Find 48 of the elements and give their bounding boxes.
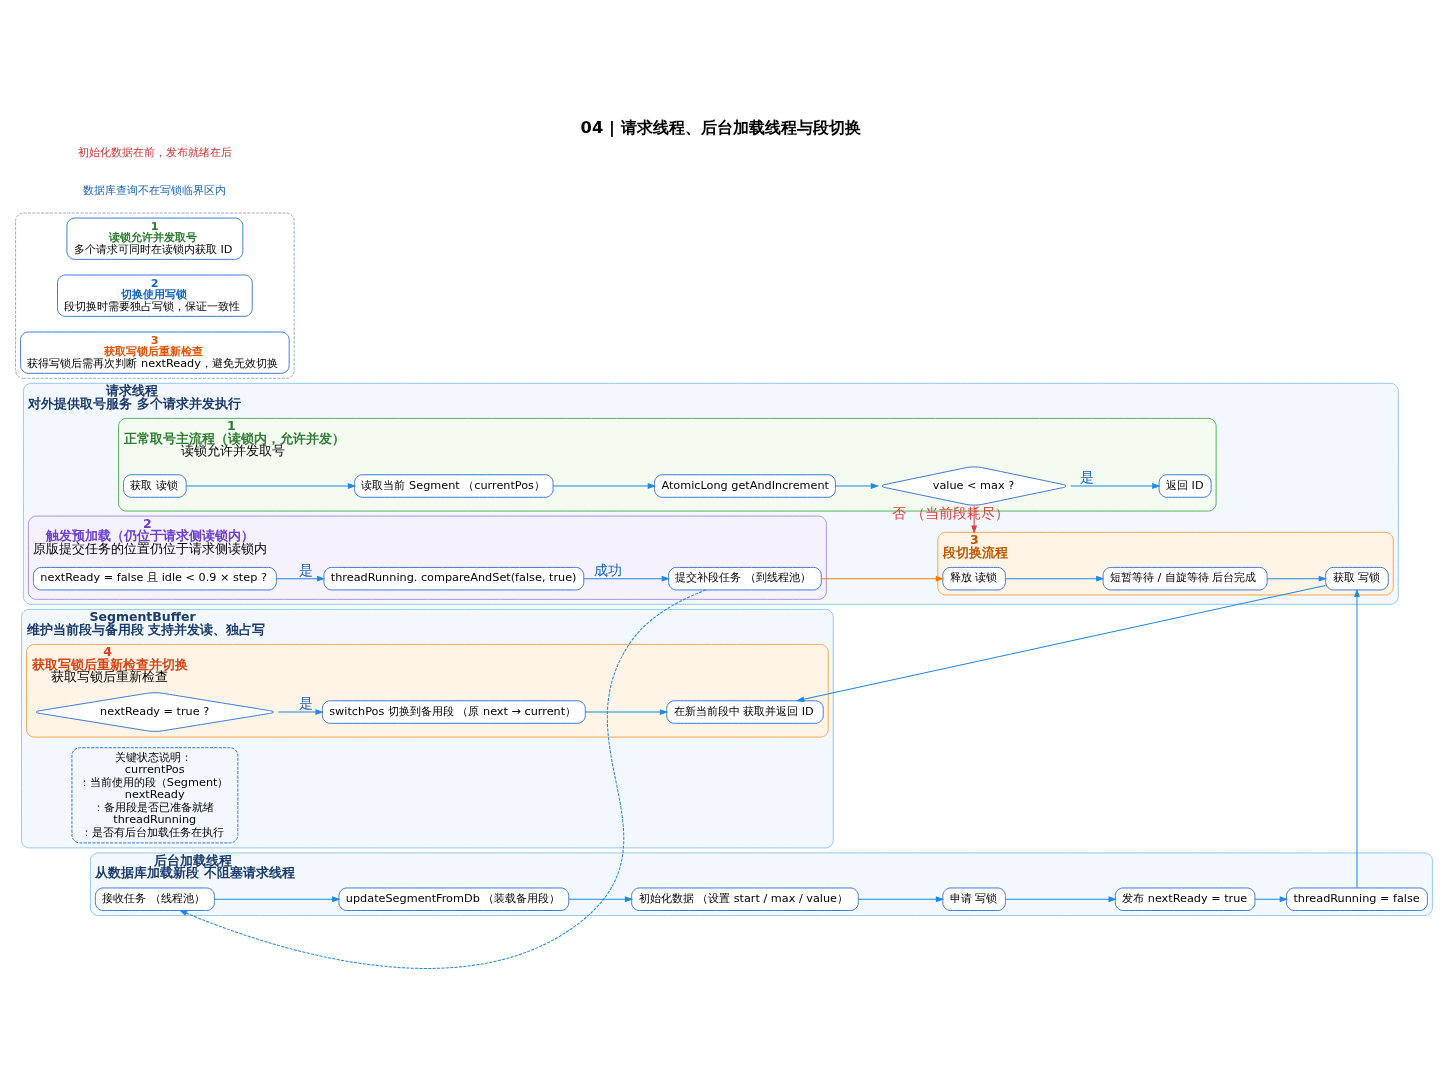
arrow — [185, 482, 356, 489]
node-box: switchPos 切换到备用段 （原 next → current） — [321, 699, 586, 724]
node-box: 关键状态说明： currentPos ：当前使用的段（Segment） nextReady ：备用段是否已准备就绪 threadRunning ：是否有后台加载任务在执行 — [71, 746, 239, 843]
arrow — [277, 708, 323, 715]
arrow — [796, 584, 1327, 702]
node-box: 3 获取写锁后重新检查 获得写锁后需再次判断 nextReady，避免无效切换 — [20, 331, 290, 374]
node-box: nextReady = false 且 idle < 0.9 × step ? — [32, 566, 277, 590]
node-box: 1 读锁允许并发取号 多个请求可同时在读锁内获取 ID — [66, 217, 244, 260]
node-box: 申请 写锁 — [942, 887, 1006, 911]
arrow — [821, 575, 944, 581]
label: 初始化数据在前，发布就绪在后 — [77, 145, 232, 159]
node-box: 获取 写锁 — [1325, 566, 1389, 590]
edge-label: 成功 — [594, 561, 623, 578]
arrow — [214, 896, 340, 902]
arrow — [1266, 575, 1326, 581]
arrow — [1004, 575, 1104, 581]
edge-label: 是 — [1079, 468, 1094, 485]
node-box: 释放 读锁 — [942, 566, 1006, 590]
node-box: 短暂等待 / 自旋等待 后台完成 — [1102, 566, 1268, 590]
node-box: 返回 ID — [1158, 473, 1212, 498]
arrow — [1354, 589, 1360, 888]
node-box: threadRunning. compareAndSet(false, true) — [323, 566, 585, 590]
arrow — [1070, 482, 1160, 489]
arrow — [1254, 896, 1287, 902]
label: 数据库查询不在写锁临界区内 — [83, 183, 227, 197]
node-box: updateSegmentFromDb （装载备用段） — [338, 887, 570, 911]
node-box: AtomicLong getAndIncrement — [654, 473, 836, 498]
edge-label: 是 — [299, 694, 314, 711]
arrow — [1004, 896, 1116, 902]
node-box: threadRunning = false — [1286, 887, 1428, 911]
node-box: 读取当前 Segment （currentPos） — [354, 473, 554, 498]
node-box: 接收任务 （线程池） — [94, 887, 215, 911]
arrow — [583, 575, 669, 581]
node-box: 初始化数据 （设置 start / max / value） — [631, 887, 859, 911]
diagram-title: 04 | 请求线程、后台加载线程与段切换 — [580, 117, 861, 137]
arrow — [568, 896, 633, 902]
cluster — [15, 212, 295, 379]
node-box: 获取 读锁 — [123, 473, 187, 498]
node-box: 2 切换使用写锁 段切换时需要独占写锁，保证一致性 — [57, 274, 253, 317]
node-box: 提交补段任务 （到线程池） — [668, 566, 822, 590]
arrow — [835, 482, 879, 489]
edge-label: 是 — [299, 561, 314, 578]
node-box: 发布 nextReady = true — [1114, 887, 1256, 911]
arrow — [552, 482, 655, 489]
node-box: 在新当前段中 获取并返回 ID — [666, 699, 824, 724]
arrow — [857, 896, 944, 902]
arrow — [275, 575, 325, 581]
arrow — [584, 708, 668, 715]
